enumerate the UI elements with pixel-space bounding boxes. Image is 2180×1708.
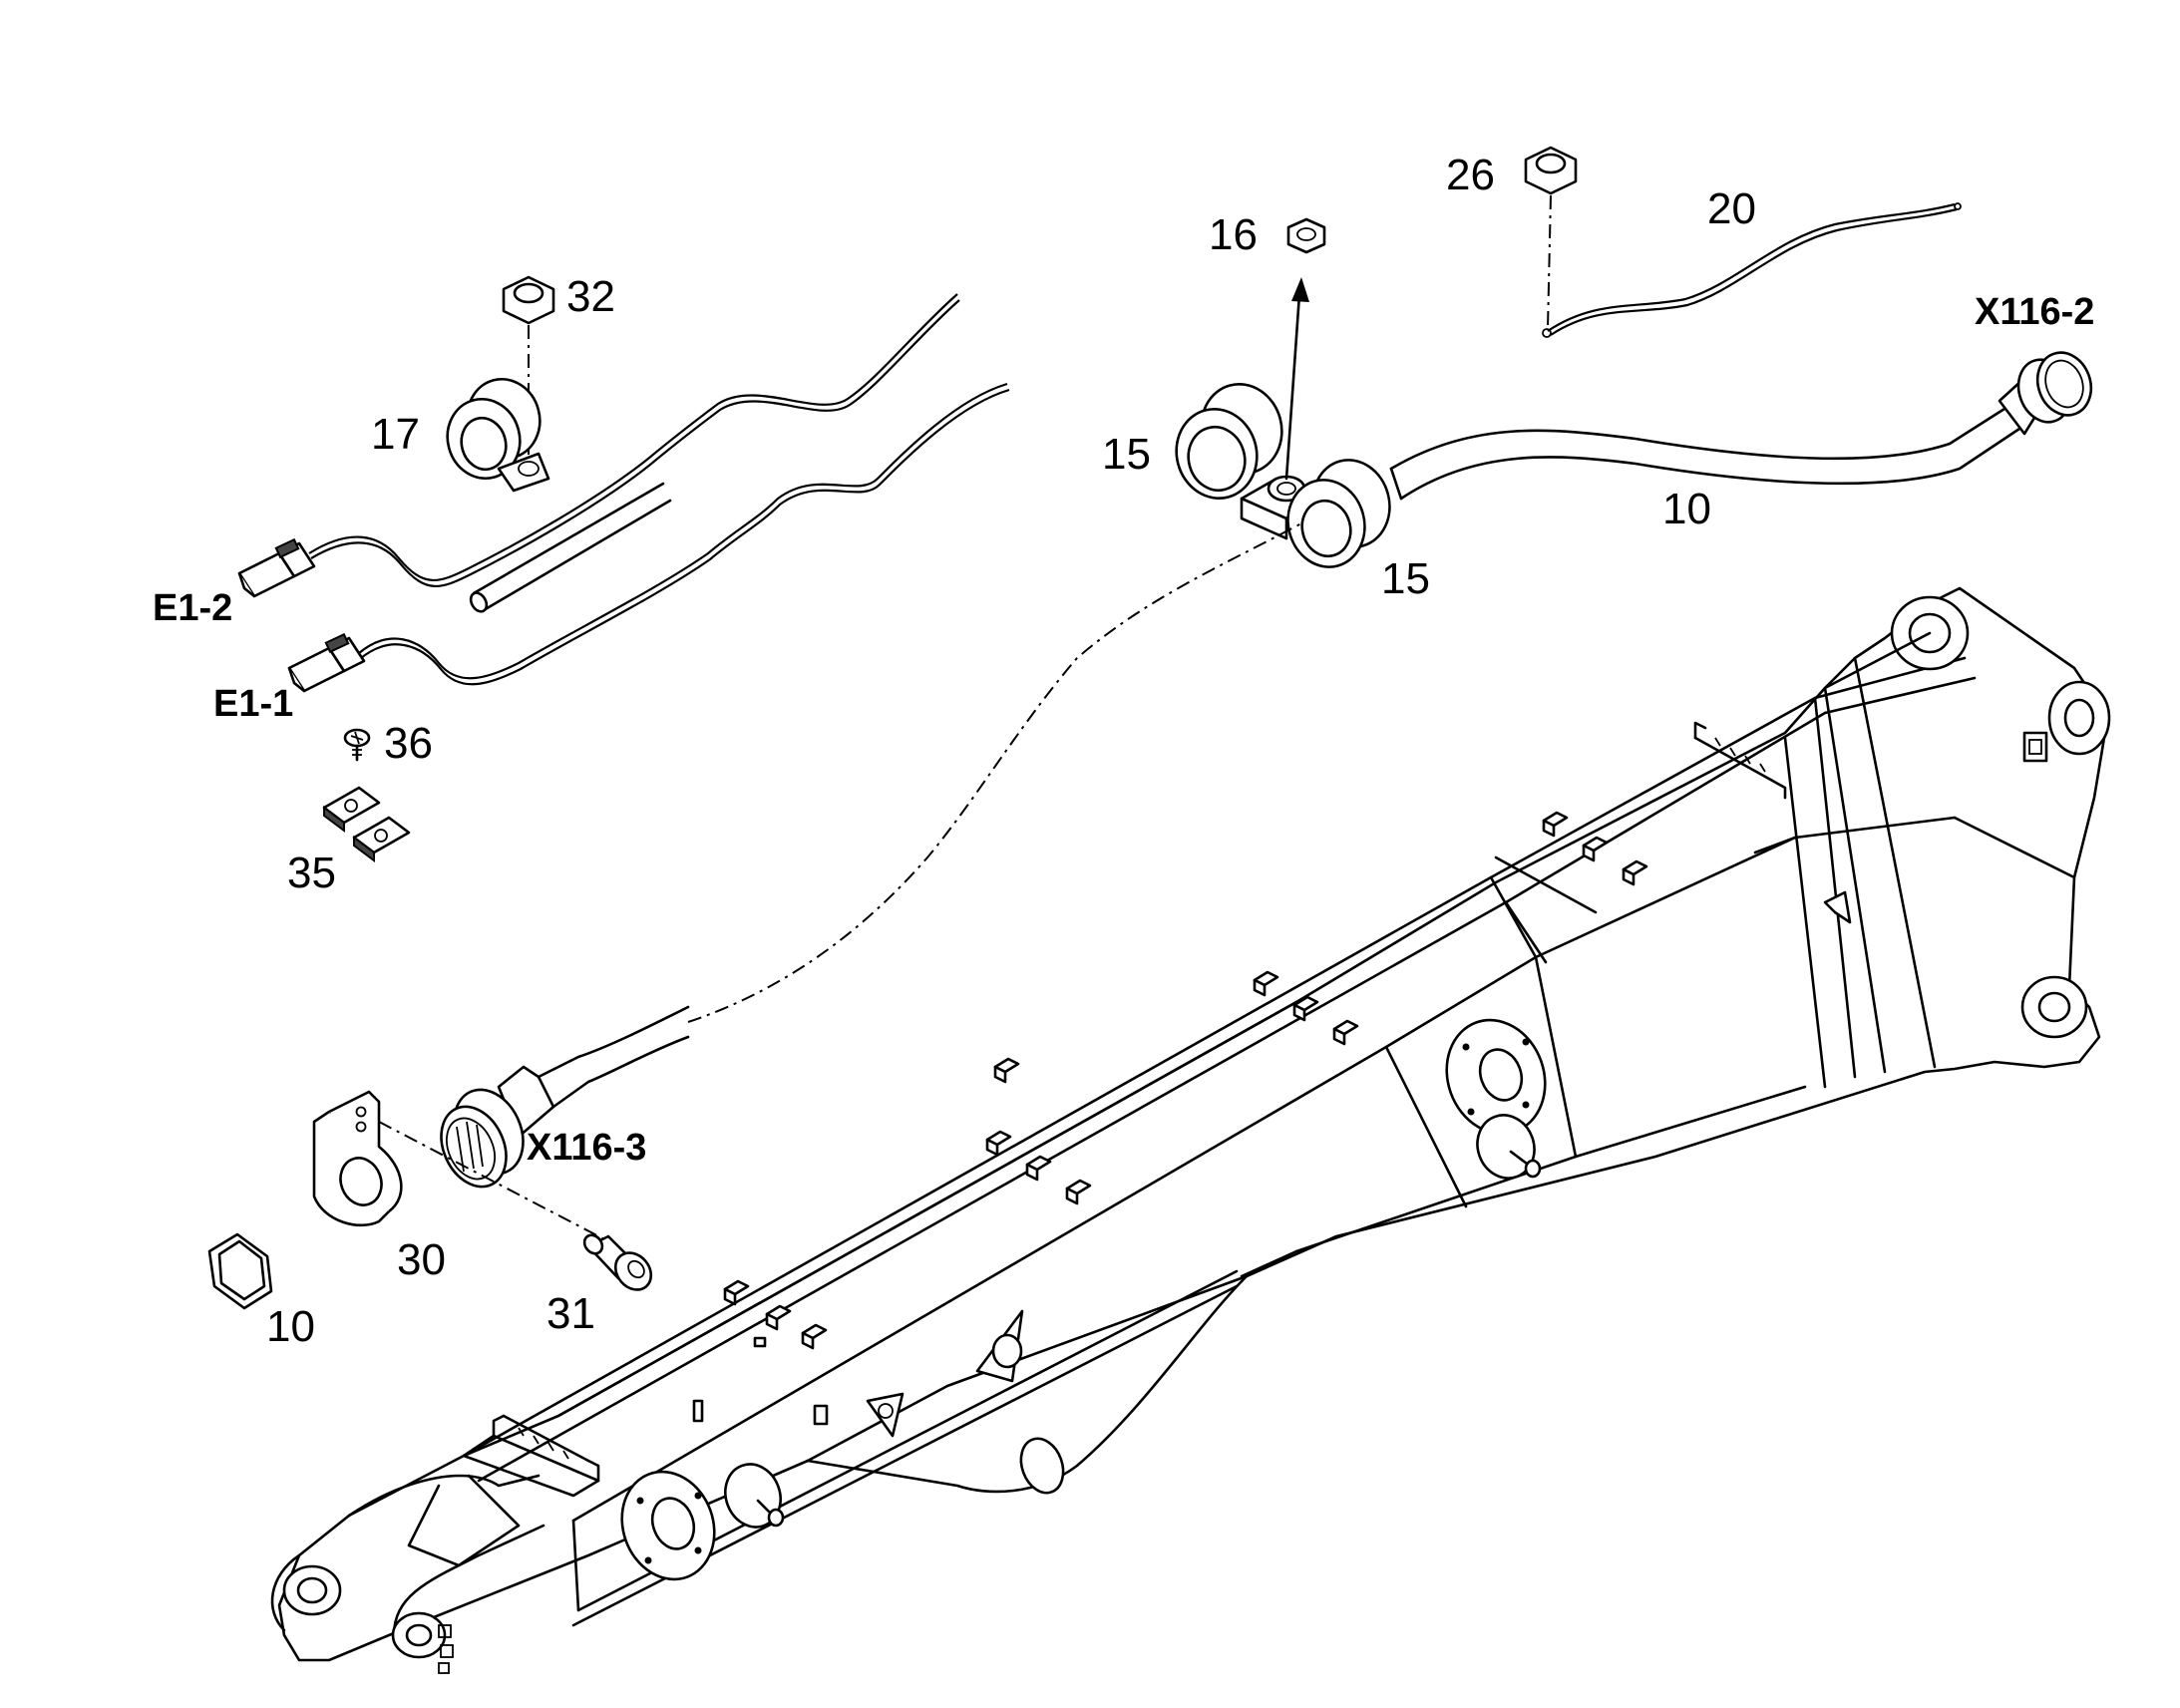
boom-body bbox=[277, 586, 2106, 1662]
screw-31 bbox=[582, 1233, 653, 1291]
connector-e1-1 bbox=[287, 632, 366, 693]
label-15-left: 15 bbox=[1102, 430, 1151, 479]
label-15-right: 15 bbox=[1381, 554, 1430, 603]
label-x116-3: X116-3 bbox=[527, 1127, 646, 1169]
label-10-top: 10 bbox=[1662, 485, 1711, 533]
lamp-wires bbox=[308, 293, 1010, 686]
label-30: 30 bbox=[397, 1235, 446, 1284]
ground-wire-20 bbox=[1542, 202, 1962, 338]
clamp-17 bbox=[446, 377, 550, 493]
clips-35 bbox=[322, 786, 411, 862]
label-26: 26 bbox=[1446, 151, 1495, 199]
label-31: 31 bbox=[546, 1289, 595, 1338]
dashline-26 bbox=[1547, 194, 1552, 330]
screw-36 bbox=[343, 728, 371, 762]
label-10-bottom: 10 bbox=[266, 1302, 315, 1351]
bracket-30 bbox=[312, 1090, 403, 1227]
nut-32 bbox=[502, 275, 555, 325]
nut-16 bbox=[1286, 217, 1326, 254]
label-16: 16 bbox=[1209, 210, 1258, 259]
label-e1-2: E1-2 bbox=[153, 587, 232, 629]
connector-e1-2 bbox=[237, 537, 316, 598]
boom-arm bbox=[270, 586, 2111, 1674]
clamp-assembly bbox=[1175, 383, 1391, 568]
cable-harness-10 bbox=[1389, 351, 2093, 501]
panel-nut-10 bbox=[207, 1232, 273, 1310]
protective-tube bbox=[469, 482, 672, 613]
dashline-31 bbox=[378, 1121, 609, 1242]
label-x116-2: X116-2 bbox=[1975, 291, 2094, 333]
label-32: 32 bbox=[566, 272, 615, 321]
arrow-head bbox=[1291, 277, 1309, 302]
nut-26 bbox=[1524, 146, 1578, 195]
label-36: 36 bbox=[384, 719, 433, 768]
connector-x116-3 bbox=[440, 1005, 690, 1189]
cable-clips bbox=[692, 811, 1648, 1426]
routing-line bbox=[687, 522, 1302, 1023]
label-20: 20 bbox=[1707, 184, 1756, 233]
arrow-to-nut-16 bbox=[1284, 292, 1301, 481]
label-35: 35 bbox=[287, 849, 336, 897]
label-e1-1: E1-1 bbox=[213, 683, 293, 725]
label-17: 17 bbox=[371, 410, 420, 459]
